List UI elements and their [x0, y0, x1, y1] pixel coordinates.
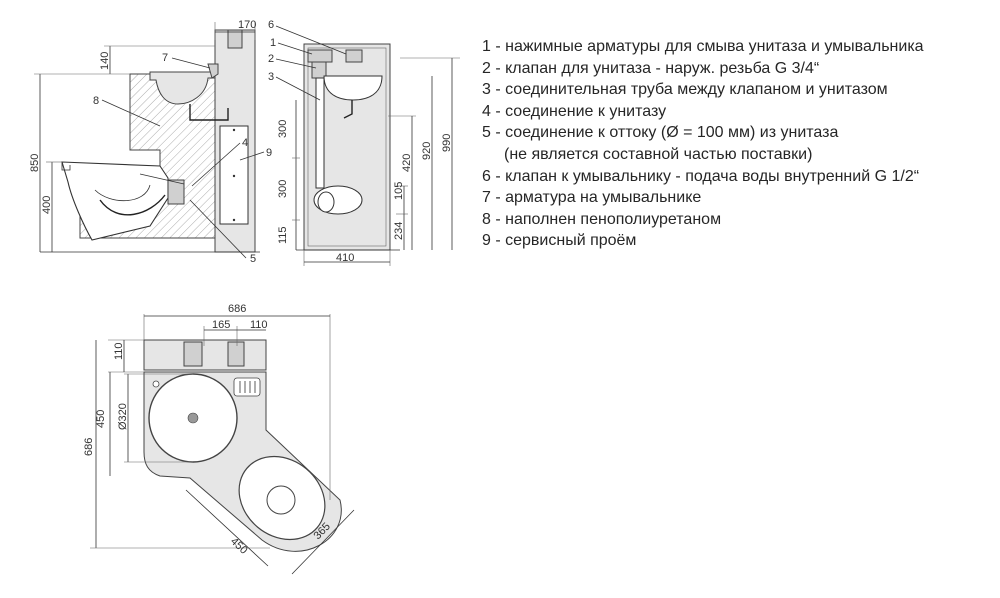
callout-3: 3: [268, 71, 274, 83]
top-overflow-grille: [233, 377, 261, 397]
side-toilet-connection: [167, 179, 185, 205]
dim-300-upper: 300: [277, 120, 289, 138]
front-sink-bowl: [323, 75, 383, 101]
dim-686-left: 686: [83, 438, 95, 456]
top-view: 686 165 110 110 450 Ø320 686 450 365: [83, 303, 355, 575]
callout-2: 2: [268, 53, 274, 65]
top-sink-fitting: [227, 341, 245, 367]
side-sink-bowl: [149, 71, 216, 105]
dim-686-top: 686: [228, 303, 246, 315]
dim-850: 850: [29, 154, 41, 172]
front-connecting-pipe: [315, 77, 325, 189]
dim-234: 234: [393, 222, 405, 240]
callout-6: 6: [268, 19, 274, 31]
front-view: 300 300 115 420 920 990 105 234 410 6 1 …: [268, 19, 460, 266]
side-faucet: [207, 63, 219, 79]
dim-410: 410: [336, 252, 354, 264]
legend-item: 4 - соединение к унитазу: [482, 102, 667, 120]
legend-item: 3 - соединительная труба между клапаном …: [482, 81, 888, 99]
legend-item: 6 - клапан к умывальнику - подача воды в…: [482, 167, 920, 185]
dim-450-left: 450: [95, 410, 107, 428]
front-sink-valve: [345, 49, 363, 63]
top-sink-drain: [187, 412, 199, 424]
callout-9: 9: [266, 147, 272, 159]
callout-7: 7: [162, 52, 168, 64]
callout-5: 5: [250, 253, 256, 265]
legend-item: 7 - арматура на умывальнике: [482, 189, 702, 207]
dim-920: 920: [421, 142, 433, 160]
legend-item-continued: (не является составной частью поставки): [504, 145, 813, 163]
top-back-deck: [143, 339, 267, 371]
legend-item: 1 - нажимные арматуры для смыва унитаза …: [482, 38, 924, 55]
dim-165: 165: [212, 319, 230, 331]
dim-450-diag: 450: [228, 535, 250, 556]
dim-115: 115: [277, 226, 289, 244]
top-toilet-outlet: [266, 485, 296, 515]
top-flush-fitting: [183, 341, 203, 367]
dim-140: 140: [99, 52, 111, 70]
dim-105: 105: [393, 182, 405, 200]
side-view: 170 140 850 400 7 8 4 9 5: [29, 19, 272, 265]
legend-item: 5 - соединение к оттоку (Ø = 100 мм) из …: [482, 124, 839, 142]
side-drain-pipe: [189, 104, 229, 121]
dim-420: 420: [401, 154, 413, 172]
dim-110-top: 110: [250, 319, 268, 331]
dim-110-left: 110: [113, 342, 125, 360]
callout-4: 4: [242, 137, 248, 149]
dim-d320: Ø320: [117, 403, 129, 430]
legend-item: 9 - сервисный проём: [482, 232, 637, 250]
dim-170: 170: [238, 19, 256, 31]
legend-item: 8 - наполнен пенополиуретаном: [482, 210, 722, 228]
legend-list: 1 - нажимные арматуры для смыва унитаза …: [482, 36, 992, 252]
dim-400: 400: [41, 196, 53, 214]
front-flush-button: [307, 49, 333, 63]
legend-item: 2 - клапан для унитаза - наруж. резьба G…: [482, 59, 820, 77]
dim-990: 990: [441, 134, 453, 152]
dim-300-lower: 300: [277, 180, 289, 198]
callout-8: 8: [93, 95, 99, 107]
callout-1: 1: [270, 37, 276, 49]
